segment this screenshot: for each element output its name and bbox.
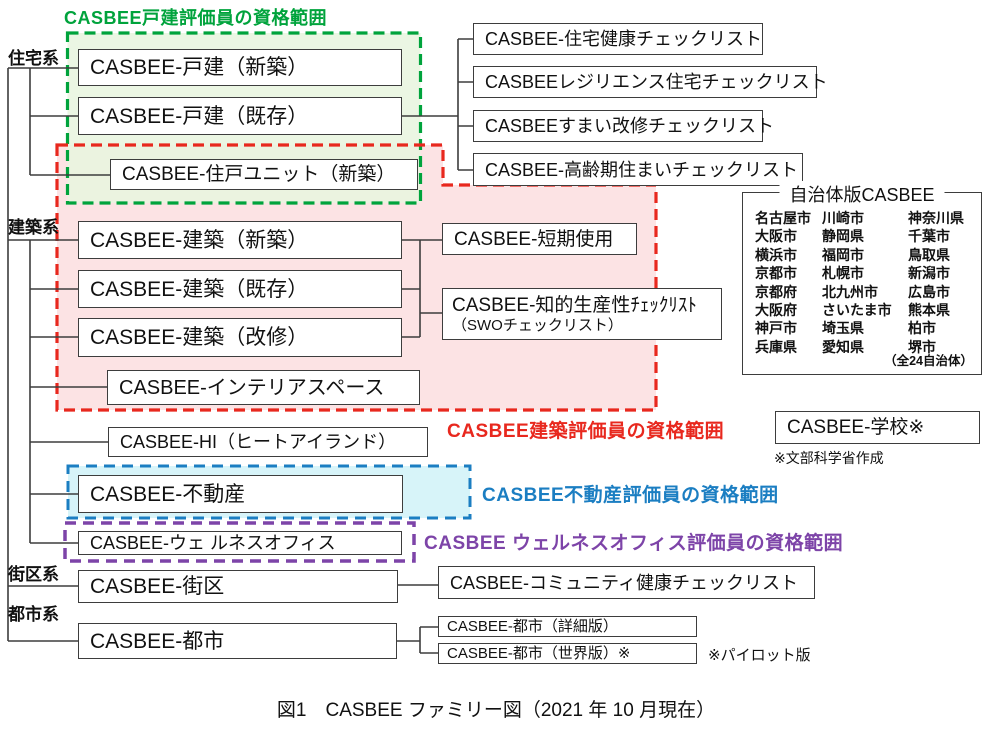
municipality: 北九州市 [822,283,878,300]
box-casbee-kodate-shinchiku: CASBEE-戸建（新築） [78,49,402,86]
municipal-list: 名古屋市川崎市 神奈川県 大阪市 静岡県 千葉市 横浜市 福岡市 鳥取県 京都市 札幌市 新潟… [755,208,986,355]
box-casbee-gaiku: CASBEE-街区 [78,570,398,603]
municipal-total: （全24自治体） [884,354,973,368]
gakko-footnote: ※文部科学省作成 [774,450,884,466]
category-toshi-kei: 都市系 [8,605,59,624]
municipality: 堺市 [908,338,936,355]
box-casbee-toshi-shosai: CASBEE-都市（詳細版） [438,616,697,637]
box-casbee-kenchiku-kaishu: CASBEE-建築（改修） [78,318,402,357]
municipal-casbee-panel: 自治体版CASBEE 名古屋市川崎市 神奈川県 大阪市 静岡県 千葉市 横浜市 福岡市 鳥… [742,181,982,375]
municipality: 愛知県 [822,338,864,355]
municipality: 横浜市 [755,246,797,263]
chiteki-line2: （SWOチェックリスト） [452,316,623,334]
box-casbee-toshi-sekai: CASBEE-都市（世界版）※ [438,643,697,664]
chiteki-line1: CASBEE-知的生産性ﾁｪｯｸﾘｽﾄ [452,294,697,316]
box-casbee-interior-space: CASBEE-インテリアスペース [107,370,420,405]
category-kenchiku-kei: 建築系 [8,218,59,237]
municipality: さいたま市 [822,301,892,318]
municipality: 静岡県 [822,228,864,245]
municipality: 広島市 [908,283,950,300]
box-casbee-tanki-shiyo: CASBEE-短期使用 [442,223,637,255]
box-casbee-juko-unit: CASBEE-住戸ユニット（新築） [110,159,418,190]
municipality: 柏市 [908,320,936,337]
municipal-panel-title: 自治体版CASBEE [779,181,945,207]
municipality: 兵庫県 [755,338,797,355]
pilot-footnote: ※パイロット版 [708,647,811,664]
municipality: 千葉市 [908,228,950,245]
municipality: 鳥取県 [908,246,950,263]
municipality: 川崎市 [822,210,864,226]
box-casbee-gakko: CASBEE-学校※ [775,411,980,444]
box-casbee-community-kenko-checklist: CASBEE-コミュニティ健康チェックリスト [438,566,815,599]
box-casbee-toshi: CASBEE-都市 [78,623,397,659]
box-casbee-sumai-kaishu-checklist: CASBEEすまい改修チェックリスト [473,110,774,142]
municipality: 神奈川県 [908,210,964,226]
municipality: 新潟市 [908,265,950,282]
municipality: 埼玉県 [822,320,864,337]
box-casbee-fudosan: CASBEE-不動産 [78,475,403,513]
fudosan-scope-label: CASBEE不動産評価員の資格範囲 [482,485,779,506]
kenchiku-scope-label: CASBEE建築評価員の資格範囲 [447,421,725,442]
municipality: 熊本県 [908,301,950,318]
municipality: 神戸市 [755,320,797,337]
box-casbee-kenchiku-kizon: CASBEE-建築（既存） [78,270,402,308]
box-casbee-koreiki-checklist: CASBEE-高齢期住まいチェックリスト [473,153,803,186]
wellness-scope-label: CASBEE ウェルネスオフィス評価員の資格範囲 [424,533,844,554]
box-casbee-kodate-kizon: CASBEE-戸建（既存） [78,97,402,135]
box-casbee-heat-island: CASBEE-HI（ヒートアイランド） [108,427,428,457]
municipality: 福岡市 [822,246,864,263]
category-gaiku-kei: 街区系 [8,565,59,584]
box-casbee-kenchiku-shinchiku: CASBEE-建築（新築） [78,221,402,259]
figure-caption: 図1 CASBEE ファミリー図（2021 年 10 月現在） [276,700,716,721]
box-casbee-resilience-checklist: CASBEEレジリエンス住宅チェックリスト [473,66,828,98]
kodate-scope-label: CASBEE戸建評価員の資格範囲 [64,8,328,28]
box-casbee-wellness-office: CASBEE-ウェ ルネスオフィス [78,531,402,555]
wellness-scope-region [63,521,416,563]
municipality: 京都府 [755,283,797,300]
category-jutaku-kei: 住宅系 [8,49,59,68]
municipality: 名古屋市 [755,210,811,226]
municipality: 大阪府 [755,301,797,318]
municipality: 京都市 [755,265,797,282]
box-casbee-jutaku-kenko-checklist: CASBEE-住宅健康チェックリスト [473,23,763,55]
municipality: 札幌市 [822,265,864,282]
municipality: 大阪市 [755,228,797,245]
box-casbee-chiteki-seisansei: CASBEE-知的生産性ﾁｪｯｸﾘｽﾄ （SWOチェックリスト） [442,288,722,340]
connector-lines [7,38,473,654]
